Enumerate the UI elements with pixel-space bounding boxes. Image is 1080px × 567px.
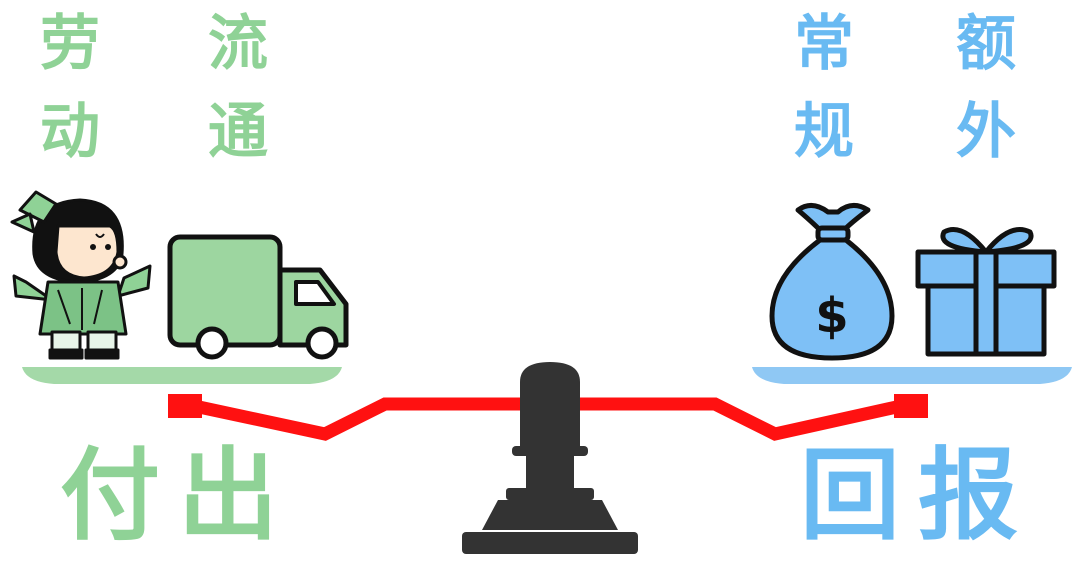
label-regular-2: 规 — [794, 97, 854, 167]
right-pan — [752, 367, 1072, 384]
money-bag-icon: $ — [769, 203, 895, 361]
left-beam-end — [168, 394, 202, 418]
label-extra-2: 外 — [956, 97, 1016, 167]
scale-stand — [462, 362, 638, 554]
label-extra-1: 额 — [956, 9, 1016, 79]
label-labor-2: 动 — [40, 97, 100, 167]
left-pan — [22, 367, 342, 384]
currency-symbol: $ — [815, 288, 848, 344]
label-logistics-2: 通 — [208, 97, 268, 167]
cartoon-leaf-person-icon — [10, 190, 152, 360]
label-labor-1: 劳 — [40, 9, 100, 79]
label-reward: 回报 — [800, 437, 1036, 554]
right-beam-end — [894, 394, 928, 418]
scale-beam — [168, 394, 928, 441]
gift-box-icon — [915, 227, 1057, 357]
label-effort: 付出 — [60, 437, 296, 554]
delivery-truck-icon — [167, 234, 349, 360]
label-regular-1: 常 — [794, 9, 854, 79]
label-logistics-1: 流 — [208, 9, 268, 79]
